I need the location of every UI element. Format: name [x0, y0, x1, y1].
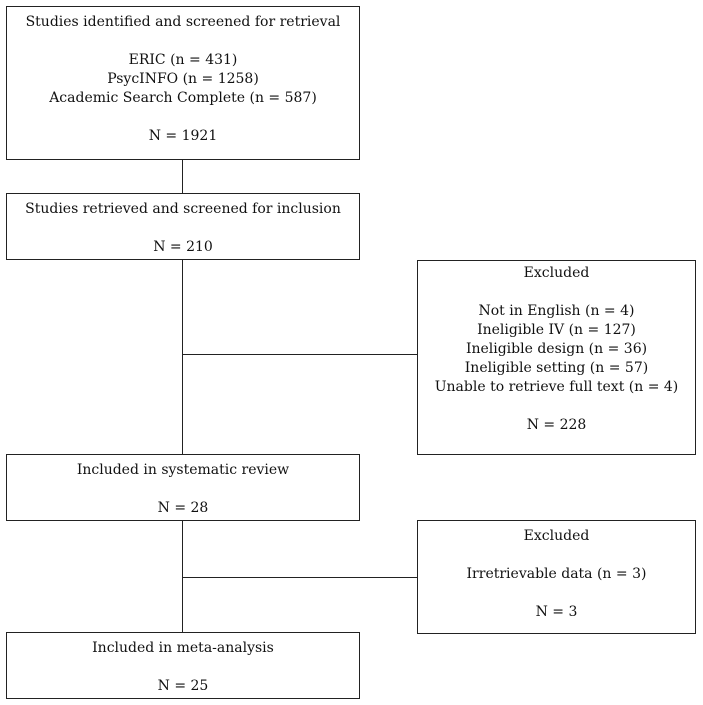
box-meta-analysis: Included in meta-analysis N = 25: [6, 632, 360, 699]
exclusion-not-english: Not in English (n = 4): [478, 303, 635, 319]
box-excluded-1: Excluded Not in English (n = 4) Ineligib…: [417, 260, 696, 455]
box-retrieved-title: Studies retrieved and screened for inclu…: [25, 201, 341, 217]
exclusion-ineligible-design: Ineligible design (n = 36): [465, 341, 648, 357]
box-identified-total: N = 1921: [148, 128, 218, 144]
box-excluded-2: Excluded Irretrievable data (n = 3) N = …: [417, 520, 696, 634]
source-academic-search: Academic Search Complete (n = 587): [49, 90, 317, 106]
connector-identified-retrieved: [182, 159, 183, 194]
connector-review-meta: [182, 520, 183, 633]
exclusion-irretrievable-data: Irretrievable data (n = 3): [466, 566, 647, 582]
box-excluded-1-total: N = 228: [526, 417, 587, 433]
source-eric: ERIC (n = 431): [128, 52, 238, 68]
box-systematic-review: Included in systematic review N = 28: [6, 454, 360, 521]
connector-retrieved-review: [182, 259, 183, 455]
box-identified: Studies identified and screened for retr…: [6, 6, 360, 160]
exclusion-ineligible-iv: Ineligible IV (n = 127): [477, 322, 636, 338]
box-meta-analysis-title: Included in meta-analysis: [92, 640, 274, 656]
exclusion-no-full-text: Unable to retrieve full text (n = 4): [434, 379, 679, 395]
exclusion-ineligible-setting: Ineligible setting (n = 57): [464, 360, 649, 376]
connector-to-excluded-2: [182, 577, 418, 578]
box-meta-analysis-total: N = 25: [157, 678, 209, 694]
box-systematic-review-total: N = 28: [157, 500, 209, 516]
box-excluded-2-title: Excluded: [523, 528, 590, 544]
box-excluded-2-total: N = 3: [535, 604, 578, 620]
source-psycinfo: PsycINFO (n = 1258): [107, 71, 259, 87]
box-retrieved-total: N = 210: [153, 239, 213, 255]
box-identified-title: Studies identified and screened for retr…: [25, 14, 341, 30]
box-excluded-1-title: Excluded: [523, 265, 590, 281]
box-systematic-review-title: Included in systematic review: [76, 462, 290, 478]
box-retrieved: Studies retrieved and screened for inclu…: [6, 193, 360, 260]
connector-to-excluded-1: [182, 354, 418, 355]
